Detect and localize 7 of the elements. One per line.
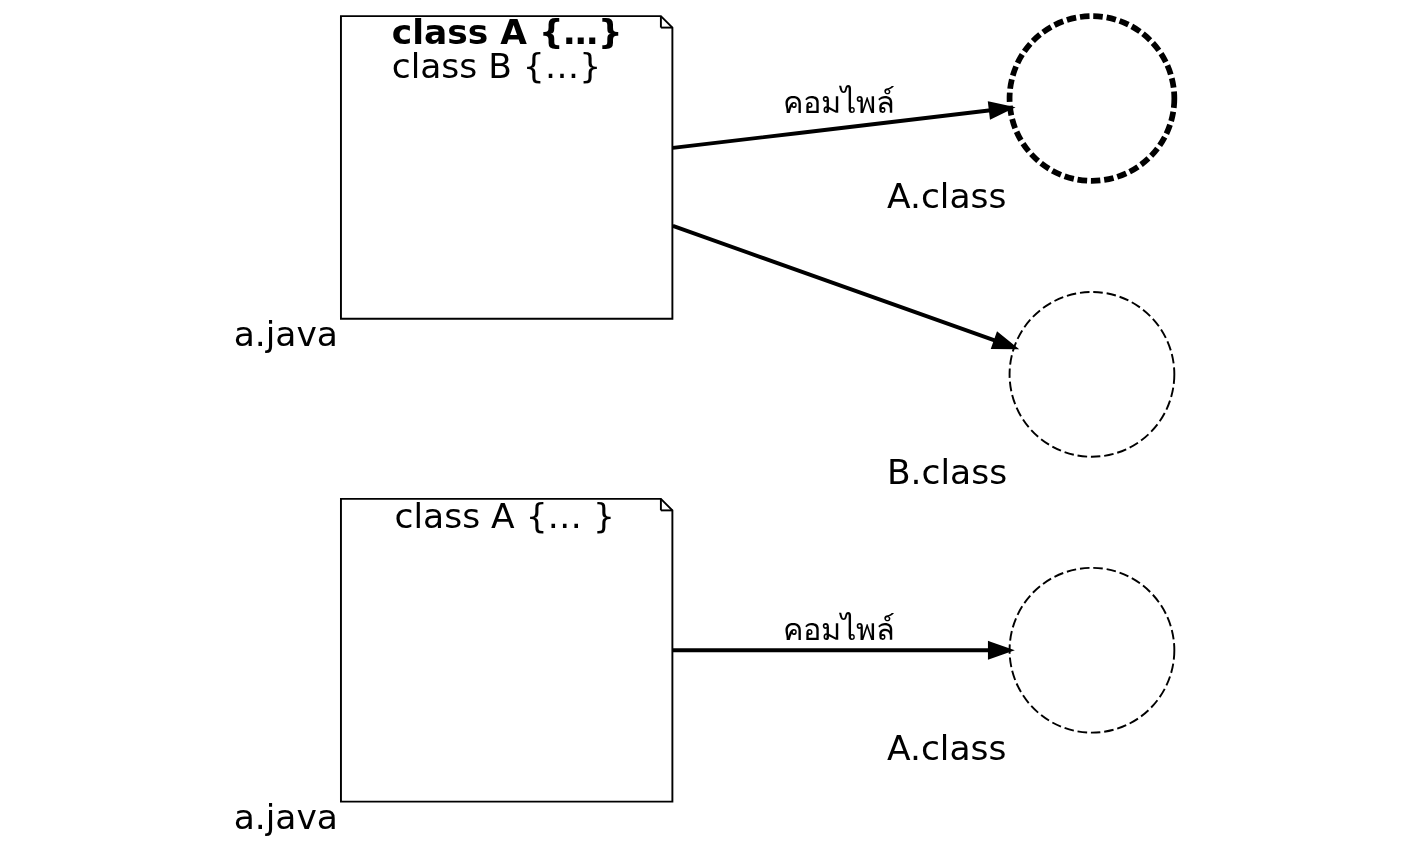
node-label: a.java — [233, 797, 338, 838]
node-label: A.class — [886, 728, 1006, 769]
edge-label: คอมไพล์ — [783, 612, 896, 648]
node-label: a.java — [233, 314, 338, 355]
node-label: A.class — [886, 176, 1006, 217]
edge-label: คอมไพล์ — [783, 85, 896, 121]
node-label: B.class — [886, 452, 1007, 493]
